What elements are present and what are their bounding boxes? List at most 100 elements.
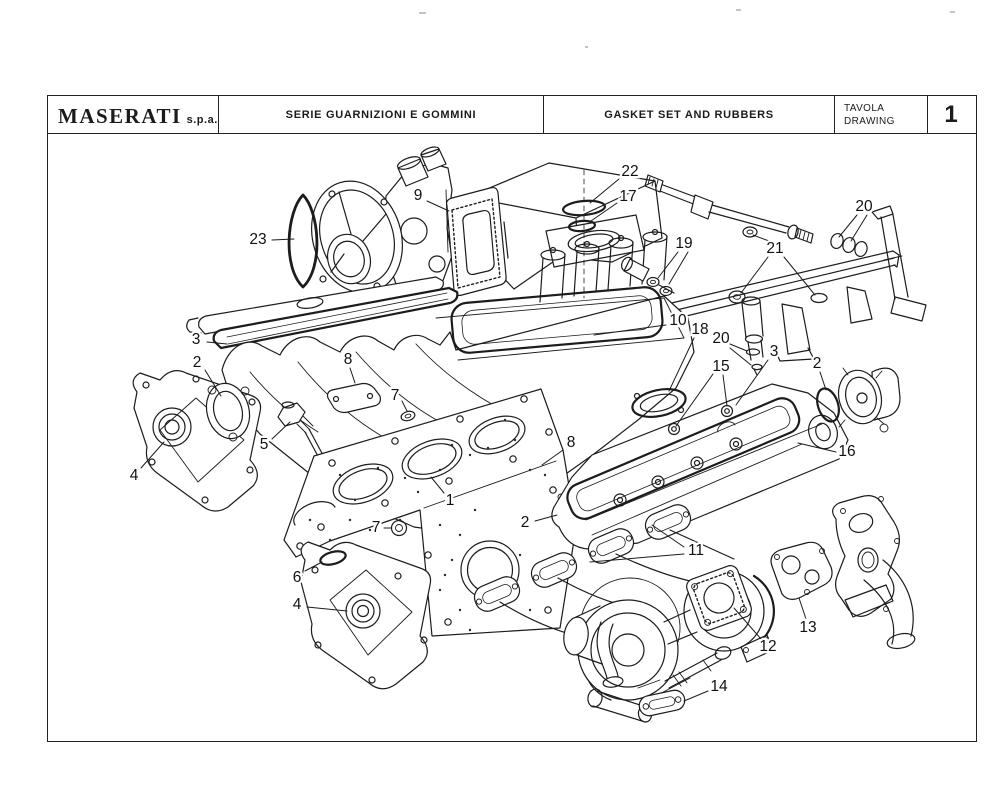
callout-20b: 20 — [712, 330, 730, 347]
fuel-injector — [741, 296, 764, 376]
callout-leader-10 — [593, 324, 667, 336]
callout-5: 5 — [260, 436, 269, 453]
small-oring-lower — [390, 519, 408, 537]
turbo-inlet-gasket — [686, 565, 752, 631]
callout-leader-5 — [271, 421, 291, 440]
right-cam-cover — [551, 383, 849, 550]
callout-3a: 3 — [192, 331, 201, 348]
pump-oring-gasket-left — [205, 382, 251, 442]
cylinder-head-gasket — [283, 388, 577, 637]
exhaust-port-gaskets — [473, 504, 692, 612]
callout-leader-3b — [735, 359, 769, 406]
callout-9: 9 — [414, 187, 423, 204]
callout-leader-4b — [306, 606, 348, 612]
callout-leader-14 — [683, 690, 709, 702]
title-block: MASERATI s.p.a. SERIE GUARNIZIONI E GOMM… — [47, 95, 977, 134]
cover-oval-oring — [319, 550, 347, 566]
oring-right — [816, 387, 840, 423]
callout-leader-20a — [838, 214, 858, 238]
title-english: GASKET SET AND RUBBERS — [544, 96, 835, 133]
thermostat-gasket — [631, 388, 687, 418]
plenum-gasket — [450, 286, 664, 354]
callout-leader-21 — [740, 256, 769, 294]
water-pump-housing — [837, 367, 901, 433]
oil-drain-gasket — [638, 689, 686, 717]
callout-1: 1 — [446, 492, 455, 509]
callout-17: 17 — [619, 188, 636, 205]
fuel-rail — [654, 205, 927, 362]
temperature-sensor — [277, 401, 325, 461]
callout-4a: 4 — [130, 467, 139, 484]
turbo-oil-pipes — [596, 621, 732, 689]
callout-20a: 20 — [855, 198, 873, 215]
callout-15: 15 — [712, 358, 729, 375]
callout-11: 11 — [688, 542, 704, 559]
front-cover-lower — [300, 541, 432, 690]
callout-3b: 3 — [770, 343, 779, 360]
plenum-oring-large — [561, 199, 607, 217]
drawing-number: 1 — [944, 100, 958, 128]
brand-cell: MASERATI s.p.a. — [48, 96, 219, 133]
callout-10: 10 — [669, 312, 687, 329]
callout-23: 23 — [249, 231, 266, 248]
callout-7a: 7 — [391, 387, 400, 404]
drawing-label: TAVOLA DRAWING — [835, 96, 928, 133]
callout-leader-2a — [204, 369, 222, 397]
throttle-plate-gasket — [445, 186, 507, 297]
callout-leader-18 — [668, 337, 695, 392]
scan-specks — [419, 9, 955, 48]
callout-leader-22 — [589, 178, 620, 204]
callout-4b: 4 — [293, 596, 302, 613]
drawing-label-line2: DRAWING — [844, 115, 895, 127]
callout-19: 19 — [675, 235, 692, 252]
callout-leader-21 — [752, 234, 770, 242]
drawing-label-line1: TAVOLA — [844, 102, 885, 114]
callout-16: 16 — [838, 443, 855, 460]
callout-leader-19 — [668, 251, 689, 285]
callout-leader-8b — [541, 449, 564, 466]
callout-8b: 8 — [567, 434, 576, 451]
callout-leader-2b — [534, 514, 558, 522]
pipe-seal-rings — [830, 232, 868, 258]
callout-leader-7a — [401, 400, 408, 412]
cover-bolt-seals — [613, 404, 743, 507]
callout-21: 21 — [766, 240, 783, 257]
small-seal-upper — [400, 410, 416, 422]
elbow-gasket — [770, 541, 833, 600]
water-outlet-gasket — [326, 382, 381, 414]
callout-leader-16 — [797, 442, 837, 453]
callout-leader-13 — [798, 597, 807, 620]
gasket-texture — [308, 418, 547, 632]
banjo-fittings — [620, 256, 675, 297]
callout-leader-23 — [271, 238, 295, 241]
plenum-oring-small — [567, 219, 597, 233]
throttle-body — [310, 146, 453, 299]
callout-2a: 2 — [193, 354, 202, 371]
callout-leader-12 — [733, 607, 762, 640]
title-italian: SERIE GUARNIZIONI E GOMMINI — [219, 96, 544, 133]
callout-leader-17 — [590, 202, 618, 222]
callout-leader-15 — [722, 374, 728, 407]
callout-leader-9 — [426, 200, 450, 212]
callout-leader-3a — [206, 341, 228, 345]
callout-12: 12 — [759, 638, 776, 655]
throttle-oval-gasket — [287, 193, 319, 289]
callout-2b: 2 — [521, 514, 530, 531]
callout-leader-20b — [729, 347, 752, 366]
callout-leader-11 — [589, 553, 685, 563]
callout-14: 14 — [710, 678, 728, 695]
callout-22: 22 — [621, 163, 638, 180]
callout-leader-20a — [850, 214, 868, 242]
brand-suffix: s.p.a. — [186, 114, 218, 126]
callout-2c: 2 — [813, 355, 822, 372]
fuel-supply-pipe — [644, 174, 814, 244]
callout-7b: 7 — [372, 519, 381, 536]
callout-6: 6 — [293, 569, 302, 586]
brand-name: MASERATI — [58, 104, 182, 128]
callout-leader-1 — [430, 476, 445, 494]
manifold-runner-towers — [539, 228, 668, 303]
exhaust-elbow — [832, 495, 916, 650]
callout-leader-8a — [349, 367, 356, 384]
